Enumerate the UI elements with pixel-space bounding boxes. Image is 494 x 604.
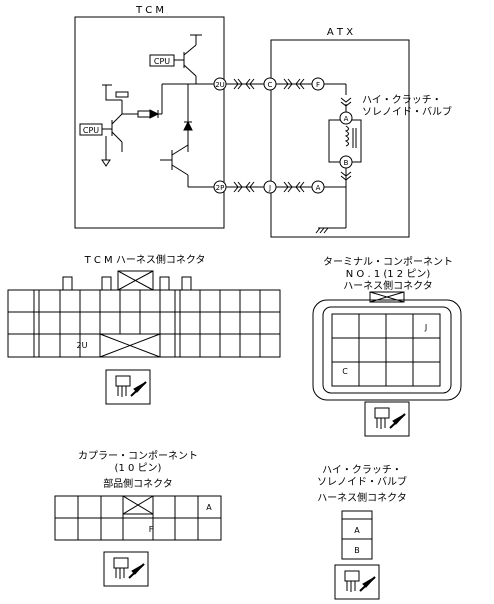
coupler-title-1: カプラー・コンポーネント [78, 450, 198, 462]
cpu-left-label: CPU [83, 126, 99, 135]
schematic: T C M A T X CPU 2U CPU [74, 5, 452, 238]
solenoid-connector-icon [334, 564, 380, 600]
coupler-connector: カプラー・コンポーネント (1 0 ピン) 部品側コネクタ A F [54, 450, 222, 541]
solenoid-pin-b: B [354, 546, 360, 555]
atx-box [270, 39, 410, 238]
ground-left [101, 159, 111, 167]
pin-2p-label: 2P [216, 184, 225, 192]
terminal-title-1: ターミナル・コンポーネント [323, 256, 453, 268]
pin-a-lower-label: A [316, 184, 321, 192]
tcm-connector-body [7, 289, 281, 358]
resistor-1 [115, 91, 129, 98]
coupler-connector-icon [103, 551, 149, 587]
terminal-title-3: ハーネス側コネクタ [343, 279, 433, 292]
pin-2u-label: 2U [215, 81, 225, 89]
terminal-pin-c: C [342, 367, 348, 376]
solenoid-coil [344, 125, 349, 147]
solenoid-label-2: ソレノイド・バルブ [362, 105, 452, 118]
tcm-title: T C M [135, 5, 164, 16]
solenoid-connector-title-2: ソレノイド・バルブ [317, 475, 407, 488]
solenoid-connector: ハイ・クラッチ・ ソレノイド・バルブ ハーネス側コネクタ A B [317, 464, 407, 560]
pin-f-label: F [316, 81, 320, 89]
coupler-pin-a: A [206, 503, 212, 512]
solenoid-connector-title-3: ハーネス側コネクタ [317, 491, 407, 504]
sol-a-label: A [344, 115, 349, 123]
terminal-connector: ターミナル・コンポーネント N O . 1 (1 2 ピン) ハーネス側コネクタ… [312, 256, 462, 401]
coupler-title-3: 部品側コネクタ [103, 477, 173, 490]
atx-title: A T X [327, 27, 353, 38]
solenoid-label-1: ハイ・クラッチ・ [362, 94, 442, 106]
pin-j-label: J [268, 184, 271, 192]
cpu-top-label: CPU [154, 57, 170, 66]
coupler-pin-f: F [149, 525, 154, 534]
tcm-connector-icon [105, 369, 151, 405]
solenoid-connector-title-1: ハイ・クラッチ・ [322, 464, 402, 476]
pin-c-label: C [268, 81, 273, 89]
tcm-connector-title: T C M ハーネス側コネクタ [84, 253, 206, 266]
resistor-2 [137, 110, 151, 118]
terminal-title-2: N O . 1 (1 2 ピン) [346, 268, 431, 280]
diode-1 [149, 109, 160, 119]
sol-a-circle [339, 111, 353, 125]
tcm-box [74, 16, 225, 229]
tcm-connector-latch [117, 270, 154, 291]
terminal-outer [312, 299, 462, 401]
coupler-latch [122, 495, 154, 515]
sol-b-label: B [344, 159, 349, 167]
solenoid-pin-a: A [354, 526, 360, 535]
tcm-pin-2u: 2U [77, 341, 88, 350]
terminal-connector-icon [364, 401, 410, 437]
diode-2 [183, 120, 193, 131]
terminal-pin-j: J [424, 323, 427, 332]
coupler-title-2: (1 0 ピン) [115, 462, 162, 474]
solenoid-pin-b-cell [341, 538, 373, 560]
tcm-connector: T C M ハーネス側コネクタ 2U [7, 253, 281, 358]
